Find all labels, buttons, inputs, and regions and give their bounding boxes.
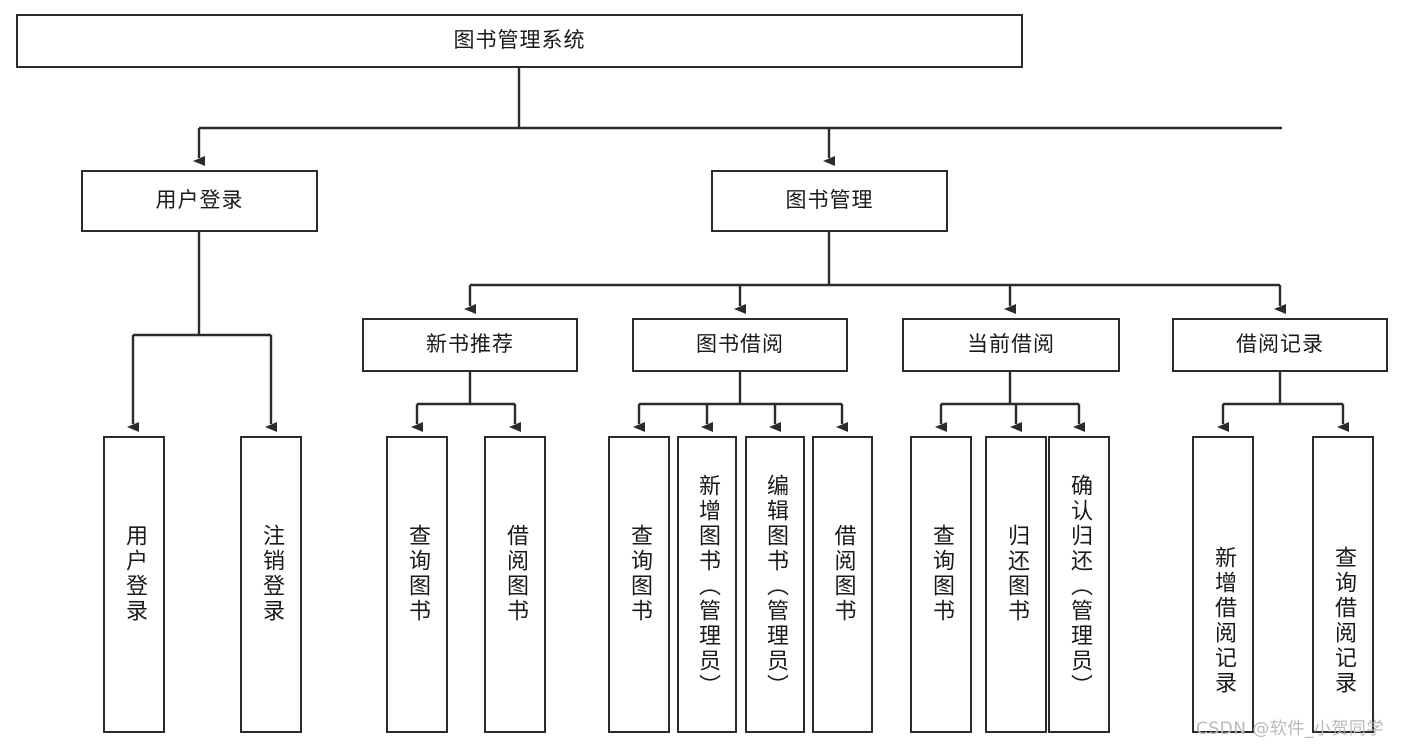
node-leaf-logout[interactable]: 注销登录: [240, 436, 302, 733]
node-leaf-add-book[interactable]: 新增图书（管理员）: [677, 436, 737, 733]
node-borrow-record[interactable]: 借阅记录: [1172, 318, 1388, 372]
node-leaf-return-book-label: 归还图书: [1004, 524, 1029, 624]
node-leaf-user-login-label: 用户登录: [122, 524, 147, 624]
node-root-label: 图书管理系统: [453, 28, 586, 53]
node-leaf-add-record[interactable]: 新增借阅记录: [1192, 436, 1254, 733]
node-book-manage[interactable]: 图书管理: [711, 170, 948, 232]
node-new-book-rec-label: 新书推荐: [426, 332, 514, 357]
node-leaf-edit-book[interactable]: 编辑图书（管理员）: [745, 436, 805, 733]
node-leaf-query-book-3-label: 查询图书: [929, 524, 954, 624]
node-leaf-query-book-1[interactable]: 查询图书: [386, 436, 448, 733]
node-leaf-add-record-label: 新增借阅记录: [1211, 546, 1236, 696]
node-book-borrow-label: 图书借阅: [696, 332, 784, 357]
node-current-borrow-label: 当前借阅: [967, 332, 1055, 357]
node-root[interactable]: 图书管理系统: [16, 14, 1023, 68]
node-leaf-query-record-label: 查询借阅记录: [1331, 546, 1356, 696]
node-leaf-borrow-book-2-label: 借阅图书: [830, 524, 856, 624]
node-leaf-query-book-2-label: 查询图书: [627, 524, 652, 624]
node-current-borrow[interactable]: 当前借阅: [902, 318, 1120, 372]
node-new-book-rec[interactable]: 新书推荐: [362, 318, 578, 372]
node-leaf-return-book[interactable]: 归还图书: [985, 436, 1047, 733]
node-leaf-add-book-label: 新增图书（管理员）: [695, 474, 720, 699]
node-leaf-confirm-return-label: 确认归还（管理员）: [1067, 474, 1092, 699]
csdn-watermark: CSDN @软件_小贺同学: [1196, 719, 1384, 739]
node-book-borrow[interactable]: 图书借阅: [632, 318, 848, 372]
node-leaf-confirm-return[interactable]: 确认归还（管理员）: [1048, 436, 1110, 733]
node-leaf-borrow-book-1-label: 借阅图书: [503, 524, 528, 624]
node-leaf-user-login[interactable]: 用户登录: [103, 436, 165, 733]
node-book-manage-label: 图书管理: [785, 188, 874, 213]
node-leaf-query-book-1-label: 查询图书: [405, 524, 430, 624]
node-leaf-query-book-3[interactable]: 查询图书: [910, 436, 972, 733]
node-user-login[interactable]: 用户登录: [81, 170, 318, 232]
node-user-login-label: 用户登录: [155, 188, 244, 213]
node-leaf-borrow-book-1[interactable]: 借阅图书: [484, 436, 546, 733]
node-leaf-logout-label: 注销登录: [259, 524, 284, 624]
node-leaf-borrow-book-2[interactable]: 借阅图书: [812, 436, 873, 733]
node-leaf-query-record[interactable]: 查询借阅记录: [1312, 436, 1374, 733]
node-leaf-edit-book-label: 编辑图书（管理员）: [763, 474, 788, 699]
node-leaf-query-book-2[interactable]: 查询图书: [608, 436, 670, 733]
node-borrow-record-label: 借阅记录: [1236, 332, 1324, 357]
